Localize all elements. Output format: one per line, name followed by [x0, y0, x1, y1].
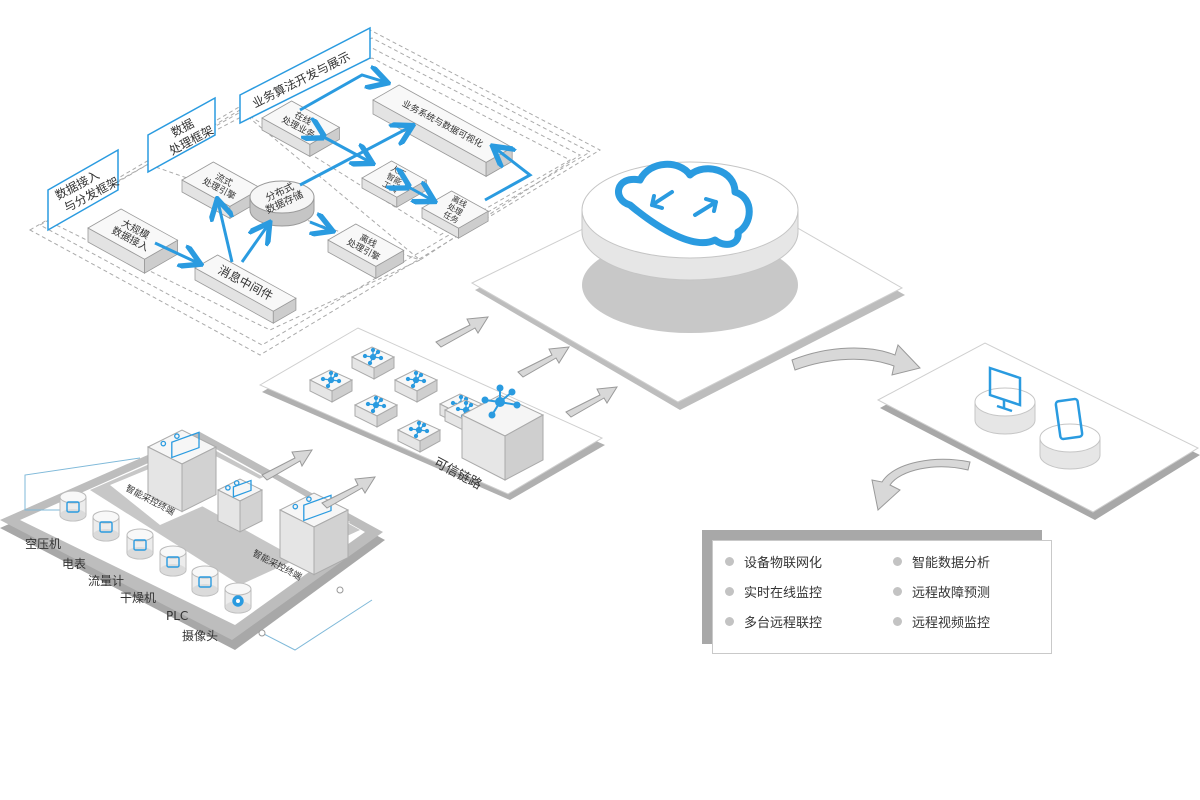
- network-layer: 可信链路: [258, 327, 605, 500]
- gray-flow-arrows: [261, 316, 971, 511]
- bullet-icon: [893, 556, 902, 566]
- smart-terminal: [146, 429, 218, 513]
- device-label: 空压机: [25, 537, 61, 551]
- network-switch: [308, 369, 354, 403]
- curved-arrow-to-features: [871, 458, 971, 511]
- feature-label: 设备物联网化: [744, 555, 823, 571]
- arrow-up-4: [517, 346, 570, 378]
- feature-label: 远程视频监控: [912, 615, 991, 631]
- bullet-icon: [725, 586, 734, 596]
- module-distributed-storage: 分布式数据存储: [249, 180, 315, 227]
- hub-icon: [405, 370, 427, 389]
- arrow-ai-offline-bidirectional: [405, 185, 432, 200]
- controller-icon: [160, 431, 200, 459]
- flow-arrows: [154, 75, 533, 263]
- dryer-icon: [166, 556, 180, 568]
- curved-arrow-to-client: [791, 344, 921, 376]
- network-switch: [396, 419, 442, 453]
- device-label: 电表: [62, 557, 86, 571]
- hub-icon: [365, 395, 387, 414]
- module-big-data-ingest: 大规模数据接入: [87, 208, 179, 274]
- module-stream-engine: 流式处理引擎: [181, 161, 262, 220]
- feature-item: 远程视频监控: [883, 613, 1041, 631]
- device-meter: [92, 510, 120, 542]
- bullet-icon: [893, 616, 902, 626]
- bullet-icon: [893, 586, 902, 596]
- feature-label: 实时在线监控: [744, 585, 823, 601]
- frame-label-business-text: 业务算法开发与展示: [250, 48, 353, 110]
- arrow-offline-to-visualization: [484, 148, 533, 202]
- client-layer: [876, 342, 1200, 520]
- cloud-sync-icon: [615, 160, 753, 248]
- feature-item: 实时在线监控: [725, 583, 883, 601]
- arrow-up-3: [435, 316, 489, 348]
- monitor-pedestal: [974, 387, 1036, 435]
- feature-label: 多台远程联控: [744, 615, 823, 631]
- device-plc: [191, 565, 219, 597]
- camera-icon: [232, 595, 244, 607]
- hub-icon: [320, 370, 342, 389]
- device-label: 摄像头: [182, 628, 218, 643]
- bullet-icon: [725, 616, 734, 626]
- module-offline-engine: 离线处理引擎: [327, 223, 405, 280]
- hub-icon: [362, 347, 384, 366]
- smart-terminal: [278, 492, 350, 576]
- hub-icon: [408, 420, 430, 439]
- device-flowmeter: [126, 528, 154, 560]
- flowmeter-icon: [133, 539, 147, 551]
- module-offline-tasks: 离线处理任务: [421, 190, 489, 239]
- feature-label: 智能数据分析: [912, 555, 991, 571]
- cloud-disk: [581, 161, 799, 259]
- hub-icon-large: [481, 384, 521, 419]
- device-compressor: [59, 490, 87, 522]
- features-panel: 设备物联网化 智能数据分析 实时在线监控 远程故障预测 多台远程联控 远程视频监…: [712, 540, 1052, 654]
- gateway-cube: [460, 384, 545, 481]
- smart-terminal: [216, 478, 264, 533]
- controller-icon: [225, 479, 252, 498]
- feature-item: 设备物联网化: [725, 553, 883, 571]
- tablet-icon: [1054, 397, 1084, 441]
- feature-label: 远程故障预测: [912, 585, 991, 601]
- meter-icon: [99, 521, 113, 533]
- monitor-icon: [988, 366, 1022, 413]
- connector-left: [24, 457, 141, 511]
- feature-item: 远程故障预测: [883, 583, 1041, 601]
- arrow-online-to-visualization: [299, 75, 385, 112]
- arrow-middleware-to-stream: [218, 202, 232, 263]
- network-switch: [393, 369, 439, 403]
- device-camera: [224, 582, 252, 614]
- tablet-pedestal: [1039, 423, 1101, 470]
- compressor-icon: [66, 501, 80, 513]
- cloud-layer: [470, 160, 905, 410]
- frame-label-processing: 数据处理框架: [147, 96, 216, 174]
- feature-item: 多台远程联控: [725, 613, 883, 631]
- connector-right: [261, 599, 373, 651]
- module-ai-tools: 人工智能工具: [361, 160, 428, 208]
- arrow-online-ai-bidirectional: [320, 135, 370, 162]
- device-label: 流量计: [88, 574, 124, 588]
- arrow-up-5: [565, 386, 618, 418]
- network-switch: [353, 394, 399, 428]
- device-label: PLC: [166, 609, 188, 623]
- device-dryer: [159, 545, 187, 577]
- bullet-icon: [725, 556, 734, 566]
- feature-item: 智能数据分析: [883, 553, 1041, 571]
- arrow-storage-to-offline-engine: [310, 222, 330, 230]
- plc-icon: [198, 576, 212, 588]
- module-message-middleware: 消息中间件: [194, 254, 297, 324]
- arrow-middleware-to-storage: [240, 225, 268, 263]
- device-label: 干燥机: [120, 591, 156, 605]
- arrow-up-2: [321, 476, 376, 509]
- arrow-ingest-to-middleware: [154, 241, 198, 263]
- network-switch: [350, 346, 396, 380]
- arrow-up-1: [261, 449, 313, 481]
